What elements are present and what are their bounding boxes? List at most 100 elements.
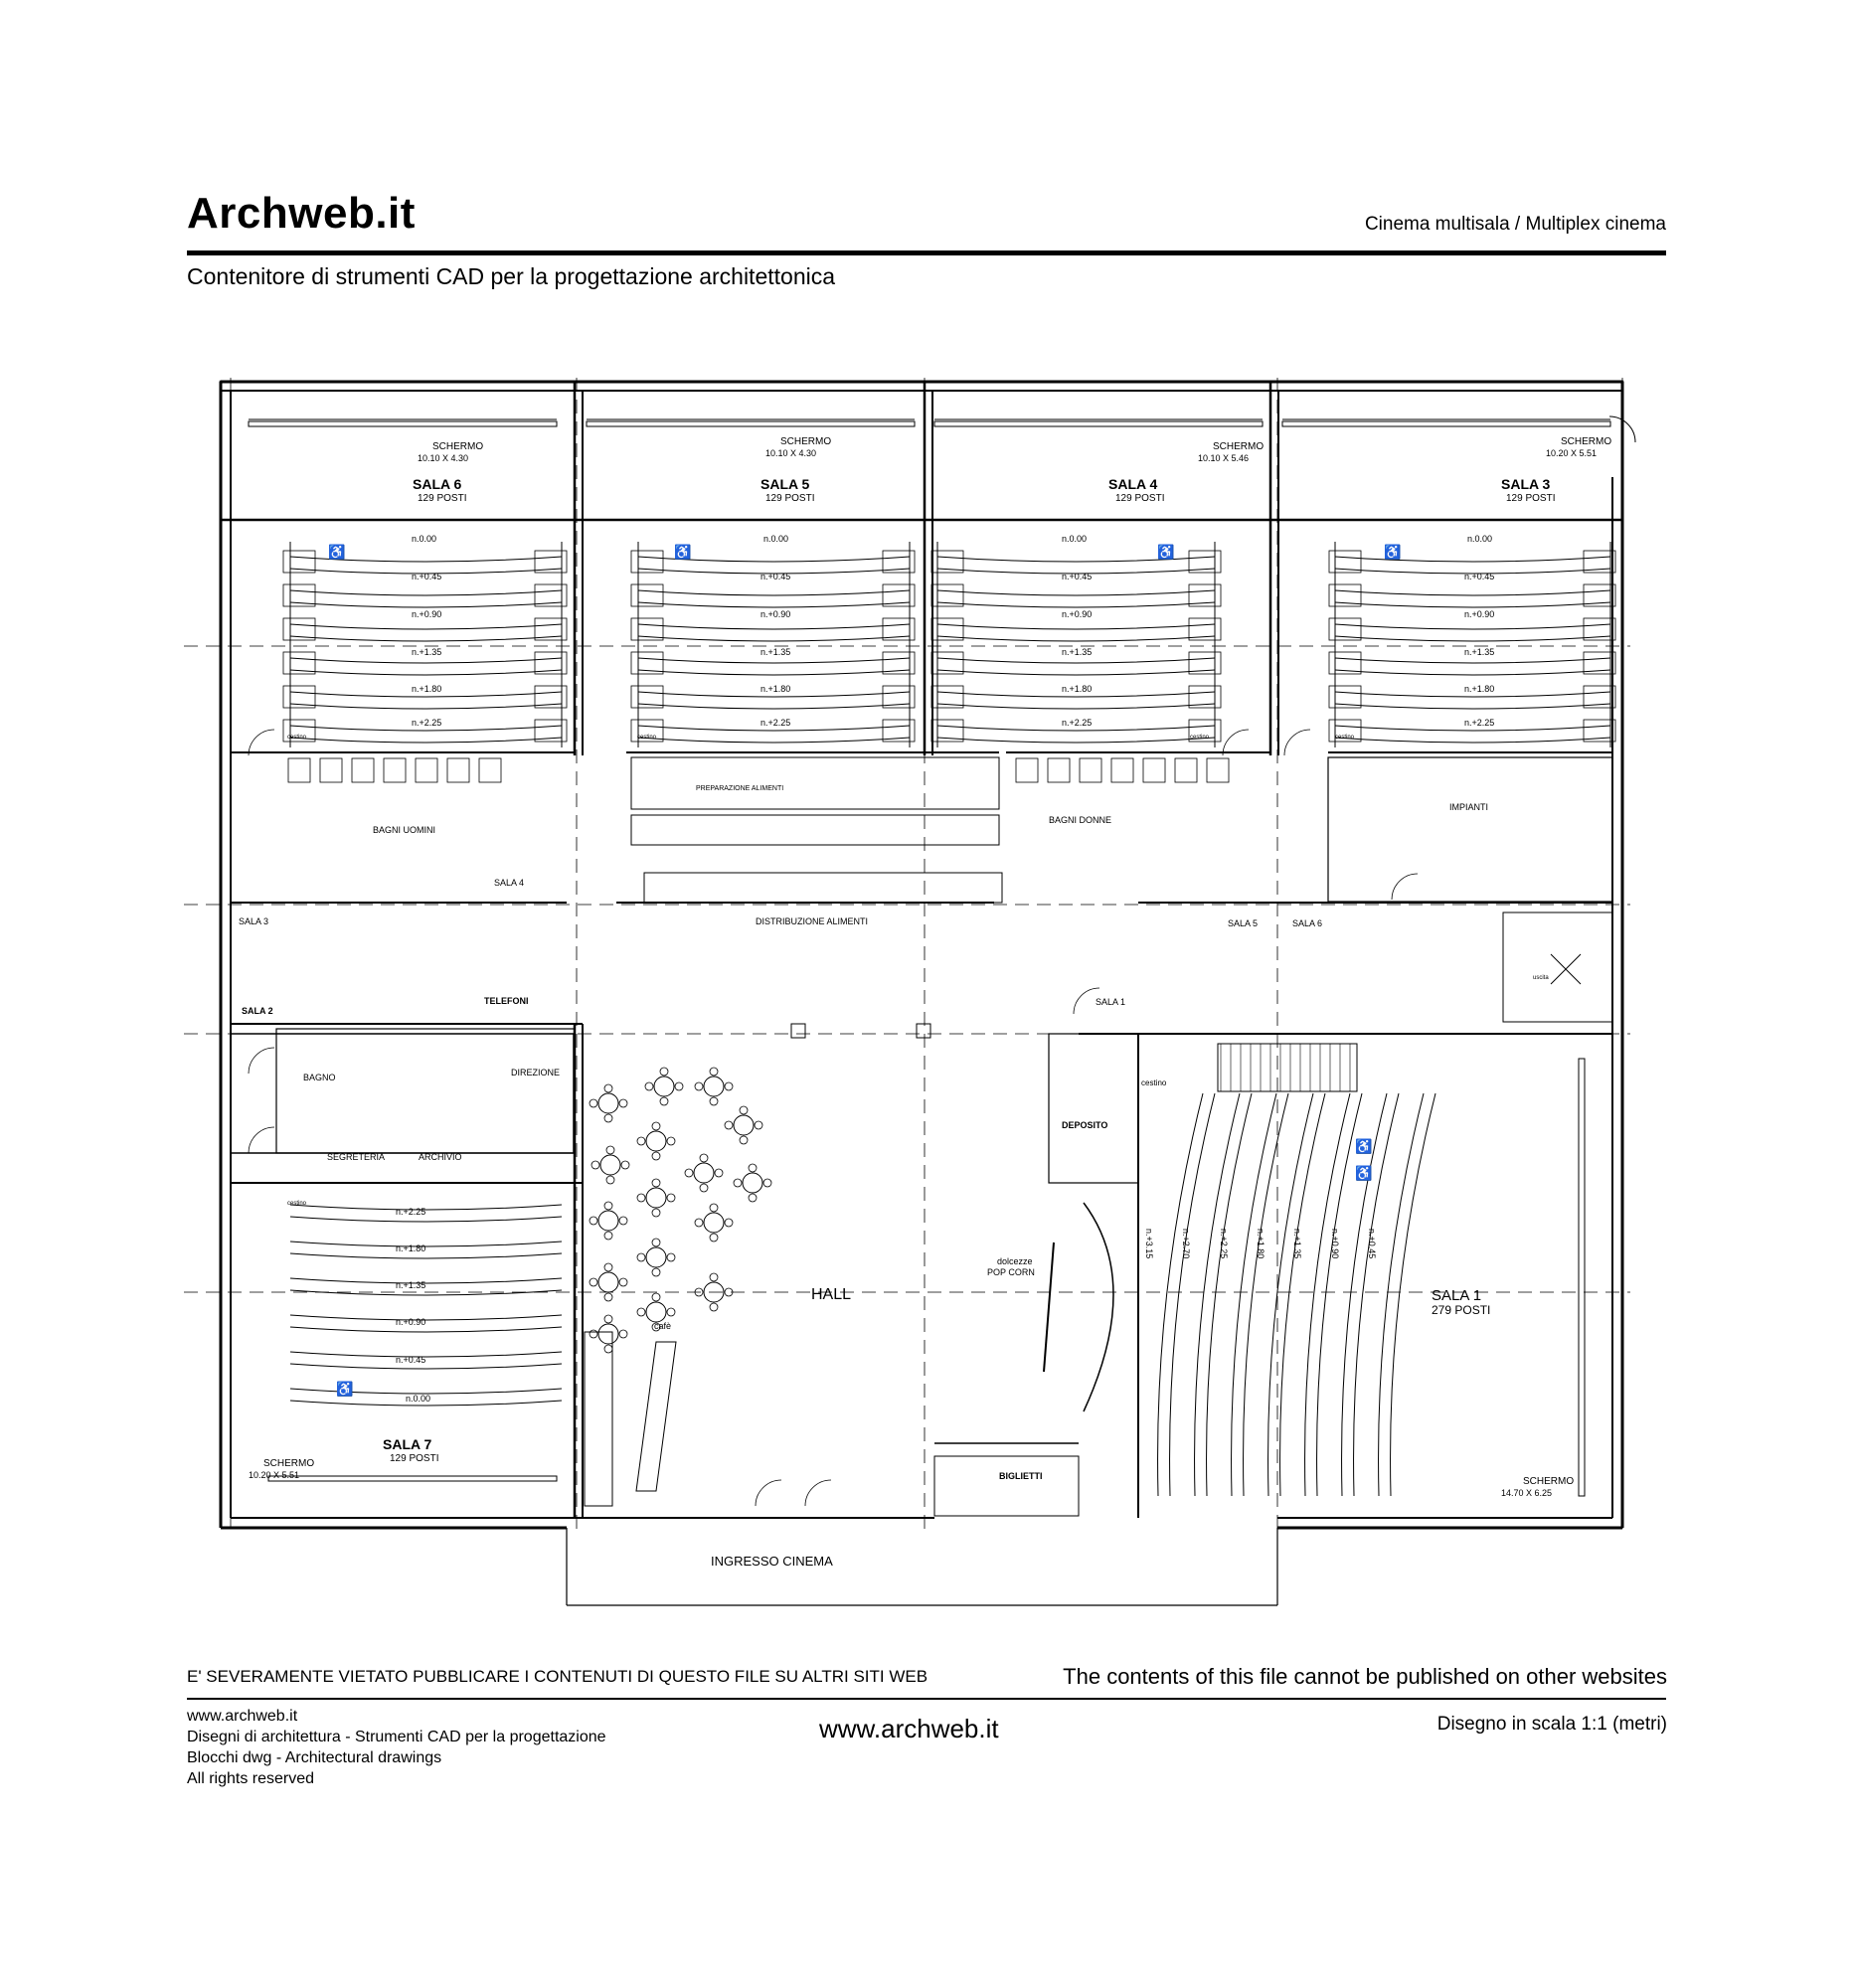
sala7-name: SALA 7 (383, 1436, 431, 1452)
cafe-table (703, 1076, 725, 1097)
level-label: n.+0.45 (760, 572, 790, 581)
screen (933, 420, 1264, 427)
seat-block (534, 550, 568, 574)
seat-row (936, 657, 1216, 664)
sala3-screen-label: SCHERMO (1561, 436, 1611, 447)
toilet-fixture (1174, 757, 1198, 783)
seat-block (1328, 719, 1362, 743)
toilet-fixture (478, 757, 502, 783)
room-hall: HALL (811, 1286, 851, 1303)
cafe-chair (603, 1231, 613, 1241)
cafe-table (703, 1281, 725, 1303)
cafe-chair (659, 1067, 669, 1077)
sign-sala3: SALA 3 (239, 916, 268, 926)
level-label: n.+0.45 (1062, 572, 1092, 581)
wheelchair-icon: ♿ (1355, 1165, 1372, 1182)
sala1-name: SALA 1 (1432, 1287, 1481, 1304)
website-link[interactable]: www.archweb.it (819, 1714, 999, 1743)
cafe-chair (754, 1120, 763, 1130)
door-swing (1073, 987, 1100, 1015)
stair-block (1217, 1043, 1358, 1092)
seat-block (1328, 651, 1362, 675)
level-label: n.+2.25 (396, 1207, 425, 1217)
seat-row (1334, 556, 1611, 563)
sala7-screen-size: 10.20 X 5.51 (249, 1470, 299, 1480)
cafe-chair (666, 1136, 676, 1146)
cafe-chair (589, 1098, 598, 1108)
cafe-table (733, 1114, 755, 1136)
sala4-screen-size: 10.10 X 5.46 (1198, 453, 1249, 463)
level-label: n.+1.35 (1464, 647, 1494, 657)
cafe-chair (591, 1160, 600, 1170)
room-cafe: cafè (654, 1321, 671, 1331)
screen (267, 1475, 558, 1482)
cafe-chair (651, 1208, 661, 1218)
cafe-chair (589, 1277, 598, 1287)
sala3-seats: 129 POSTI (1506, 493, 1555, 504)
level-label: n.+3.15 (1144, 1229, 1154, 1258)
level-label: n.0.00 (406, 1394, 430, 1404)
cafe-table (703, 1212, 725, 1234)
door-swing (1608, 415, 1636, 443)
seat-row (289, 669, 563, 676)
seat-row (936, 635, 1216, 642)
seat-row (289, 1277, 563, 1284)
cafe-chair (762, 1178, 772, 1188)
seat-row (1157, 1092, 1204, 1497)
door-swing (1222, 729, 1250, 756)
cafe-chair (709, 1272, 719, 1282)
toilet-fixture (1142, 757, 1166, 783)
seat-row (289, 1400, 563, 1407)
tagline: Contenitore di strumenti CAD per la prog… (187, 263, 836, 289)
level-label: n.+0.90 (760, 609, 790, 619)
credits-line: www.archweb.it (187, 1708, 298, 1725)
cafe-chair (714, 1168, 724, 1178)
cafe-chair (709, 1067, 719, 1077)
seat-row (936, 669, 1216, 676)
seat-row (1279, 1092, 1326, 1497)
seat-row (637, 691, 911, 698)
door-swing (248, 1126, 275, 1154)
bin-label: cestino (1141, 1078, 1167, 1087)
sala5-name: SALA 5 (760, 476, 809, 492)
screen (248, 420, 558, 427)
seat-block (534, 617, 568, 641)
level-label: n.+2.25 (1062, 718, 1092, 728)
office-block (230, 1033, 575, 1154)
toilet-fixture (1047, 757, 1071, 783)
plan-linework (184, 378, 1636, 1606)
cafe-chair (603, 1201, 613, 1211)
seat-block (882, 583, 916, 607)
seat-row (289, 1351, 563, 1358)
seat-block (882, 617, 916, 641)
wheelchair-icon: ♿ (328, 544, 345, 561)
seat-block (1188, 651, 1222, 675)
level-label: n.+1.80 (396, 1243, 425, 1253)
screen (1578, 1058, 1586, 1497)
seat-row (289, 568, 563, 575)
sala4-name: SALA 4 (1108, 476, 1157, 492)
seat-row (1334, 703, 1611, 710)
seat-row (936, 725, 1216, 732)
stair-exit (1550, 953, 1582, 985)
seat-block (282, 550, 316, 574)
seat-row (1334, 737, 1611, 744)
cafe-chair (618, 1329, 628, 1339)
toilet-fixture (415, 757, 438, 783)
cafe-shelf (584, 1331, 613, 1507)
cafe-chair (709, 1096, 719, 1106)
seat-row (1334, 601, 1611, 608)
cafe-chair (709, 1203, 719, 1213)
cafe-chair (605, 1145, 615, 1155)
seat-row (1334, 623, 1611, 630)
sala1-seats: 279 POSTI (1432, 1303, 1490, 1317)
level-label: n.+2.25 (760, 718, 790, 728)
plant-room (1327, 756, 1613, 903)
seat-row (637, 635, 911, 642)
seat-row (936, 691, 1216, 698)
cafe-chair (666, 1193, 676, 1203)
cafe-chair (699, 1153, 709, 1163)
seat-row (637, 568, 911, 575)
cafe-table (597, 1092, 619, 1114)
popcorn-counter (1043, 1242, 1055, 1373)
